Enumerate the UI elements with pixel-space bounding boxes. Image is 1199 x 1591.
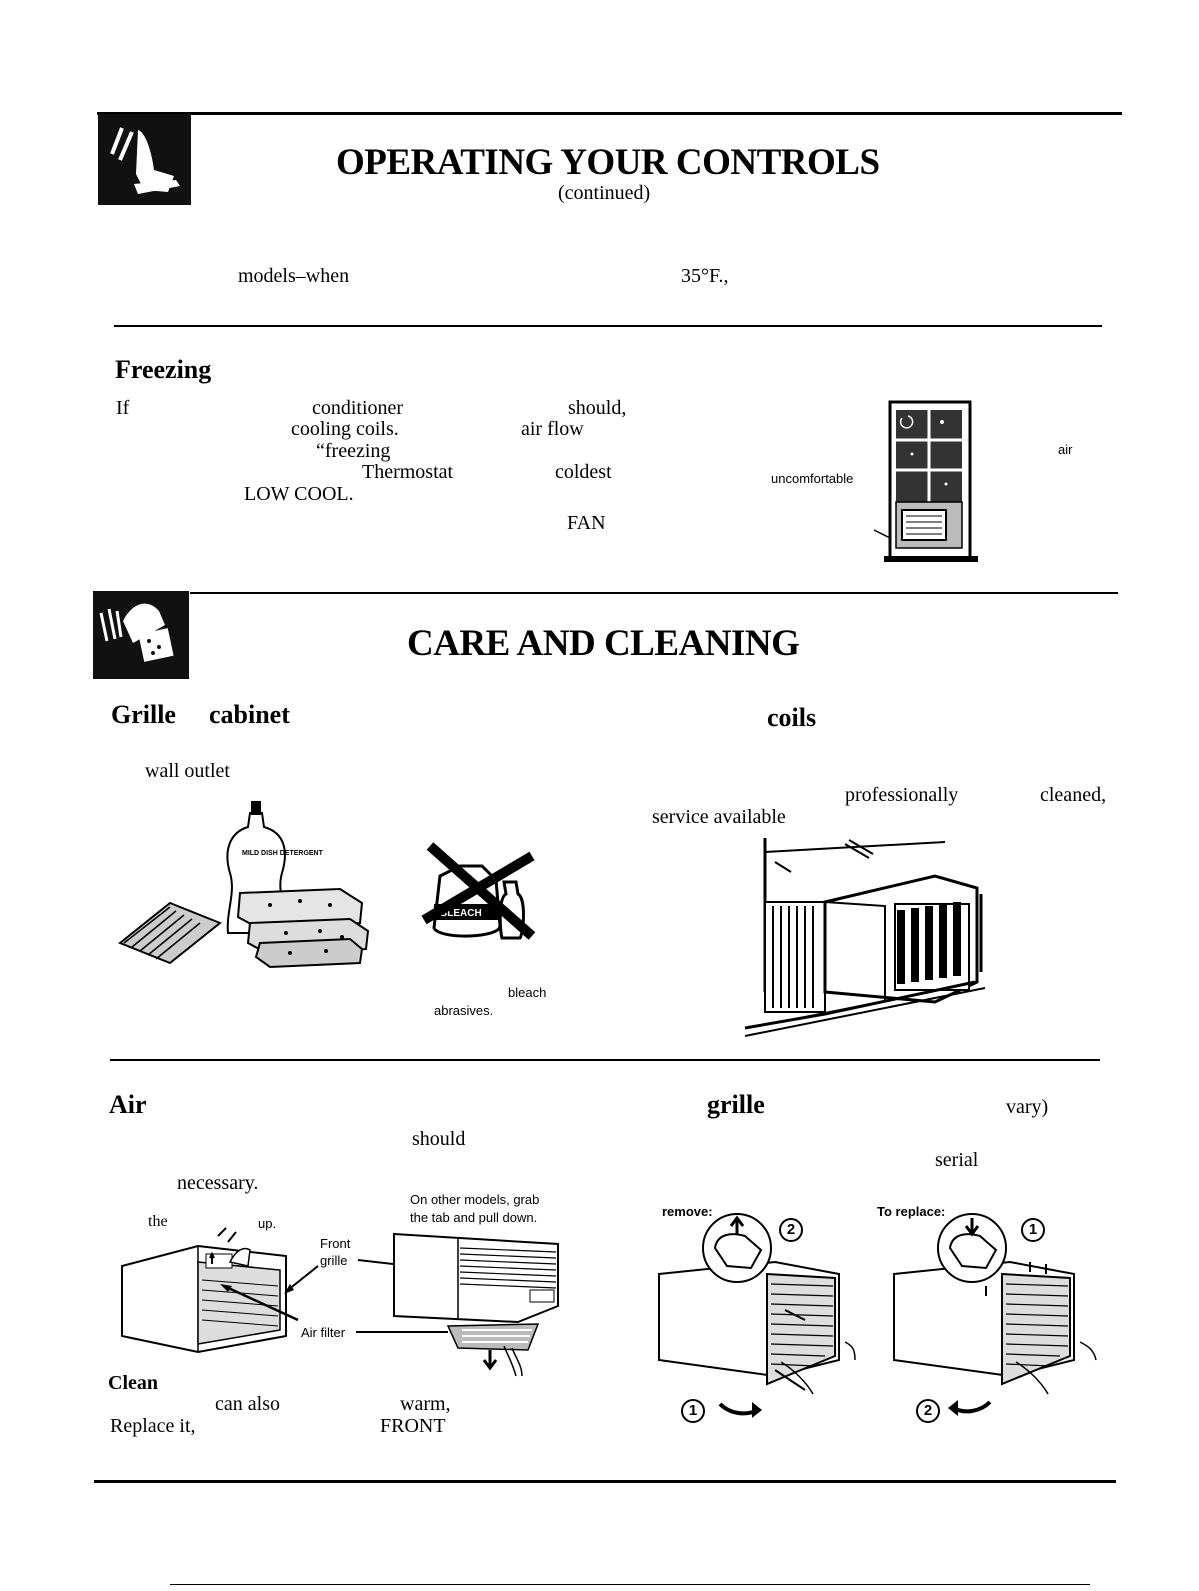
window-unit-illustration <box>744 838 986 1037</box>
hand-pressing-button-icon <box>98 114 191 205</box>
no-bleach-icon: BLEACH <box>421 842 536 940</box>
freezing-word: air <box>1058 442 1073 457</box>
air-filter-word: necessary. <box>177 1172 259 1194</box>
freezing-word: cooling coils. <box>291 418 399 440</box>
grille-heading: Grille <box>111 700 176 729</box>
section-divider-2 <box>190 592 1118 594</box>
freezing-word: air flow <box>521 418 584 440</box>
step-2-marker: 2 <box>779 1218 803 1242</box>
intro-fragment-temperature: 35°F., <box>681 265 729 287</box>
air-filter-removal-illustration <box>121 1227 559 1377</box>
freezing-word: coldest <box>555 461 612 483</box>
care-word: service available <box>652 806 786 828</box>
grille-replace-illustration <box>893 1213 1097 1395</box>
replace-label: To replace: <box>877 1204 946 1219</box>
freezing-heading: Freezing <box>115 355 212 384</box>
front-grille-heading: grille <box>707 1090 765 1119</box>
coils-heading: coils <box>767 703 817 732</box>
hand-with-sponge-icon <box>93 591 189 679</box>
freezing-word: FAN <box>567 512 606 534</box>
other-models-caption: the tab and pull down. <box>410 1210 538 1225</box>
air-filter-word: warm, <box>400 1393 451 1415</box>
freezing-word: If <box>116 397 130 419</box>
detergent-label: MILD DISH DETERGENT <box>242 850 324 857</box>
rotate-arrow-icon <box>948 1400 992 1416</box>
care-section-title: CARE AND CLEANING <box>407 623 800 664</box>
air-filter-heading: Air <box>109 1090 147 1119</box>
front-grille-word: vary) <box>1006 1096 1049 1118</box>
air-filter-word: Clean <box>108 1372 158 1394</box>
freezing-word: conditioner <box>312 397 404 419</box>
freezing-word: should, <box>568 397 627 419</box>
front-grille-label: grille <box>320 1253 348 1268</box>
air-filter-word: should <box>412 1128 466 1150</box>
remove-label: remove: <box>662 1204 713 1219</box>
freezing-word: Thermostat <box>362 461 454 483</box>
care-word: abrasives. <box>434 1003 494 1018</box>
section-divider-3 <box>110 1059 1100 1061</box>
detergent-and-sponges-illustration: MILD DISH DETERGENT <box>118 801 370 969</box>
step-1-marker: 1 <box>681 1399 705 1423</box>
front-grille-word: serial <box>935 1149 979 1171</box>
freezing-word: uncomfortable <box>771 471 854 486</box>
section-divider-1 <box>114 325 1102 327</box>
front-grille-label: Front <box>320 1236 351 1251</box>
grille-remove-illustration <box>658 1213 856 1395</box>
air-filter-word: the <box>148 1213 168 1230</box>
top-rule <box>97 112 1122 115</box>
footer-rule <box>170 1584 1090 1585</box>
bleach-bottle-label: BLEACH <box>440 908 482 919</box>
care-word: wall outlet <box>145 760 230 782</box>
freezing-word: “freezing <box>316 440 391 462</box>
air-filter-word: up. <box>258 1216 277 1231</box>
air-filter-word: FRONT <box>380 1415 446 1437</box>
cabinet-heading: cabinet <box>209 700 290 729</box>
freezing-word: LOW COOL. <box>244 483 354 505</box>
bottom-rule <box>94 1480 1116 1483</box>
page-subtitle: (continued) <box>558 182 651 204</box>
air-filter-word: can also <box>215 1393 280 1415</box>
care-word: cleaned, <box>1040 784 1107 806</box>
step-1-marker: 1 <box>1021 1218 1045 1242</box>
air-filter-word: Replace it, <box>110 1415 196 1437</box>
step-2-marker: 2 <box>916 1399 940 1423</box>
page-title: OPERATING YOUR CONTROLS <box>336 142 880 183</box>
care-word: professionally <box>845 784 959 806</box>
rotate-arrow-icon <box>718 1402 762 1418</box>
care-word: bleach <box>508 985 547 1000</box>
other-models-caption: On other models, grab <box>410 1192 540 1207</box>
air-filter-label: Air filter <box>301 1325 346 1340</box>
intro-fragment-models: models–when <box>238 265 350 287</box>
window-air-conditioner-illustration <box>873 400 978 562</box>
